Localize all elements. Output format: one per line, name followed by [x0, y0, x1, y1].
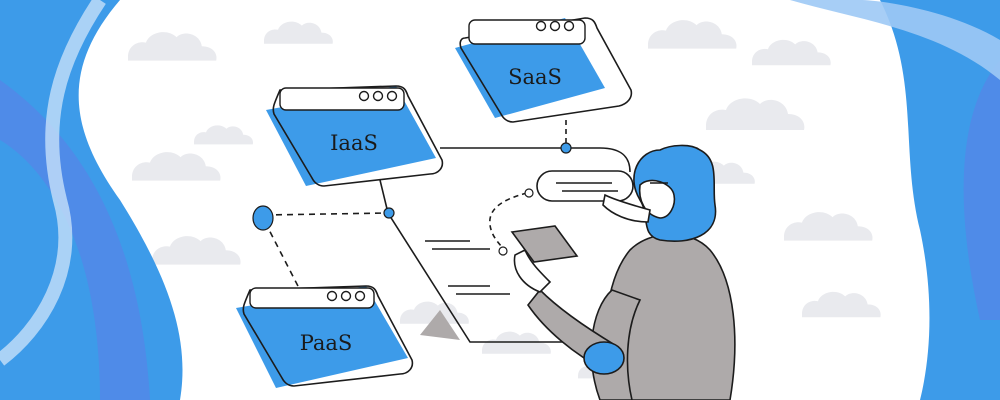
left-wave-decoration	[0, 0, 183, 400]
cloud-icon	[648, 20, 737, 49]
cloud-icon	[194, 125, 254, 145]
elbow-patch	[583, 341, 625, 375]
cloud-icon	[784, 212, 873, 241]
node-dot	[498, 246, 508, 256]
right-wave-decoration	[790, 0, 1000, 400]
cloud-icon	[128, 32, 217, 61]
tablet-icon	[510, 225, 579, 263]
document-page	[420, 240, 510, 340]
cloud-icon	[132, 152, 221, 181]
window-dots-icon	[358, 90, 398, 102]
window-dots-icon	[535, 20, 575, 32]
cloud-icon	[752, 39, 831, 66]
cloud-icon	[264, 21, 333, 44]
node-dot	[524, 188, 534, 198]
cloud-icon	[706, 98, 805, 130]
window-dots-icon	[326, 290, 366, 302]
connection-lines	[264, 120, 631, 343]
person-illustration	[513, 144, 736, 400]
iaas-label: IaaS	[330, 131, 378, 155]
saas-label: SaaS	[508, 65, 562, 89]
saas-window: SaaS	[455, 17, 633, 123]
node-dot	[560, 142, 572, 154]
connection-nodes	[252, 142, 572, 256]
node-dot	[252, 205, 274, 231]
chat-bubble-icon	[536, 170, 634, 202]
cloud-icon	[802, 291, 881, 318]
node-dot	[383, 207, 395, 219]
iaas-window: IaaS	[266, 85, 444, 187]
paas-window: PaaS	[236, 285, 414, 388]
cloud-icon	[152, 236, 241, 265]
paas-label: PaaS	[300, 331, 353, 355]
